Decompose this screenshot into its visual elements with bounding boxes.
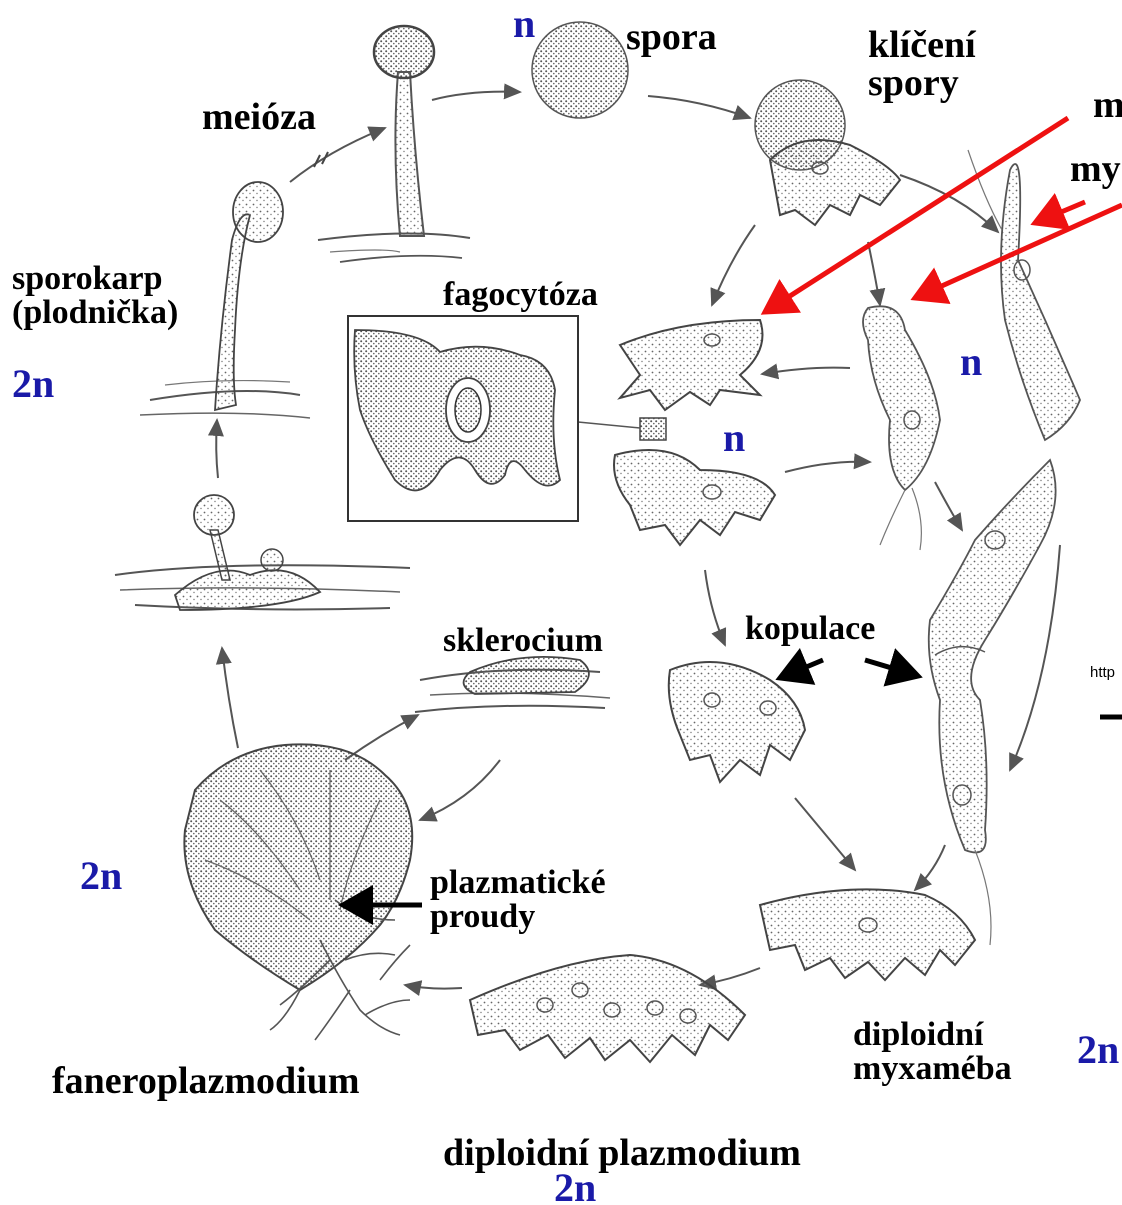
flagellate-swarmer-right bbox=[968, 150, 1080, 440]
arrow-germination-to-swarmer bbox=[868, 242, 880, 305]
arrow-faneroplazmodium-up bbox=[222, 648, 238, 748]
arrow-young-sporokarp-up bbox=[216, 420, 218, 478]
arrow-copulating-amoeba-down bbox=[795, 798, 855, 870]
label-kopulace: kopulace bbox=[745, 612, 875, 646]
ploidy-myxameba: 2n bbox=[1077, 1030, 1119, 1070]
arrow-faneroplazmodium-to-sklerocium bbox=[345, 715, 418, 760]
diploid-plasmodium-drawing bbox=[470, 955, 745, 1062]
arrow-sporangium-to-spore bbox=[432, 92, 520, 100]
label-plazmaticke-proudy: plazmatické proudy bbox=[430, 866, 606, 934]
arrow-sklerocium-to-faneroplazmodium bbox=[420, 760, 500, 820]
arrow-diploid-amoeba-to-plasmodium bbox=[700, 968, 760, 985]
label-spora: spora bbox=[626, 18, 717, 56]
spore-drawing bbox=[532, 22, 628, 118]
swarmer-cell-middle bbox=[863, 306, 940, 550]
label-cut-top-2: my bbox=[1070, 150, 1121, 188]
fusing-swarmers bbox=[929, 460, 1056, 945]
arrow-germination-to-amoeba bbox=[712, 225, 755, 305]
ploidy-faneroplazmodium: 2n bbox=[80, 856, 122, 896]
label-fagocytoza: fagocytóza bbox=[443, 278, 598, 312]
label-cut-top-1: m bbox=[1093, 86, 1122, 124]
phagocytosis-inset bbox=[348, 316, 578, 521]
label-meioza: meióza bbox=[202, 98, 316, 136]
arrow-swarmer-to-fusion bbox=[935, 482, 962, 530]
arrow-amoeba-to-swarmer bbox=[785, 462, 870, 472]
diploid-myxamoeba-drawing bbox=[760, 889, 975, 980]
arrow-amoeba-down bbox=[705, 570, 725, 645]
arrow-swarmer-to-amoeba bbox=[762, 368, 850, 374]
ploidy-plazmodium: 2n bbox=[554, 1168, 596, 1205]
arrow-plasmodium-to-faneroplazmodium bbox=[405, 985, 462, 989]
sklerocium-drawing bbox=[415, 657, 610, 712]
label-diploidni-myxameba: diploidní myxaméba bbox=[853, 1018, 1012, 1086]
ploidy-spora: n bbox=[513, 4, 535, 44]
label-sporokarp: sporokarp (plodnička) bbox=[12, 262, 178, 330]
label-faneroplazmodium: faneroplazmodium bbox=[52, 1062, 360, 1100]
ploidy-sporokarp: 2n bbox=[12, 364, 54, 404]
sporangium-meiosis bbox=[318, 26, 470, 262]
label-cut-http: http bbox=[1090, 664, 1115, 681]
label-diploidni-plazmodium: diploidní plazmodium bbox=[443, 1134, 801, 1172]
label-kliceni-spory: klíčení spory bbox=[868, 26, 976, 102]
ploidy-amoeba: n bbox=[723, 418, 745, 458]
faneroplazmodium-drawing bbox=[184, 744, 412, 1040]
myxamoebae bbox=[578, 320, 805, 782]
arrow-germination-to-flagellate bbox=[900, 175, 998, 232]
label-sklerocium: sklerocium bbox=[443, 624, 603, 658]
ploidy-swarmer: n bbox=[960, 342, 982, 382]
arrow-fusion-to-diploid-amoeba bbox=[915, 845, 945, 890]
arrow-spore-to-germination bbox=[648, 96, 750, 118]
